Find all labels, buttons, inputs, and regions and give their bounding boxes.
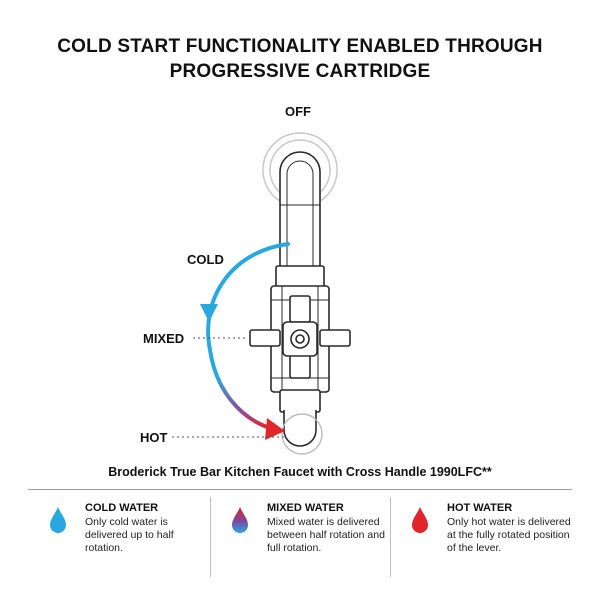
off-label: OFF: [285, 104, 311, 119]
faucet-diagram: [172, 132, 351, 455]
hot-arrow-icon: [265, 418, 285, 440]
product-caption: Broderick True Bar Kitchen Faucet with C…: [108, 465, 492, 479]
cold-arrow-icon: [200, 304, 218, 322]
hot-position-outline: [281, 410, 323, 455]
hot-drop-icon: [412, 507, 428, 533]
cross-handle: [249, 295, 351, 379]
lever-handle: [279, 151, 321, 270]
legend-separator: [390, 497, 391, 577]
cold-drop-icon: [50, 507, 66, 533]
legend-hot-heading: HOT WATER: [447, 502, 513, 514]
page-title: COLD START FUNCTIONALITY ENABLED THROUGH…: [0, 34, 600, 84]
rotation-arc: [206, 242, 290, 430]
legend-hot-text: Only hot water is delivered at the fully…: [447, 516, 571, 554]
legend-mixed-text: Mixed water is delivered between half ro…: [267, 516, 385, 554]
divider: [28, 489, 572, 490]
legend-hot: HOT WATER Only hot water is delivered at…: [392, 500, 572, 582]
title-line-2: PROGRESSIVE CARTRIDGE: [169, 61, 431, 82]
legend-mixed: MIXED WATER Mixed water is delivered bet…: [212, 500, 392, 582]
legend-separator: [210, 497, 211, 577]
legend-cold-heading: COLD WATER: [85, 502, 159, 514]
mixed-label: MIXED: [143, 331, 185, 346]
hot-label: HOT: [140, 430, 168, 445]
legend-mixed-heading: MIXED WATER: [267, 502, 344, 514]
mixed-drop-icon: [232, 507, 248, 533]
title-line-1: COLD START FUNCTIONALITY ENABLED THROUGH: [57, 36, 543, 57]
legend-cold-text: Only cold water is delivered up to half …: [85, 516, 174, 554]
legend-cold: COLD WATER Only cold water is delivered …: [30, 500, 210, 582]
cold-label: COLD: [187, 252, 224, 267]
